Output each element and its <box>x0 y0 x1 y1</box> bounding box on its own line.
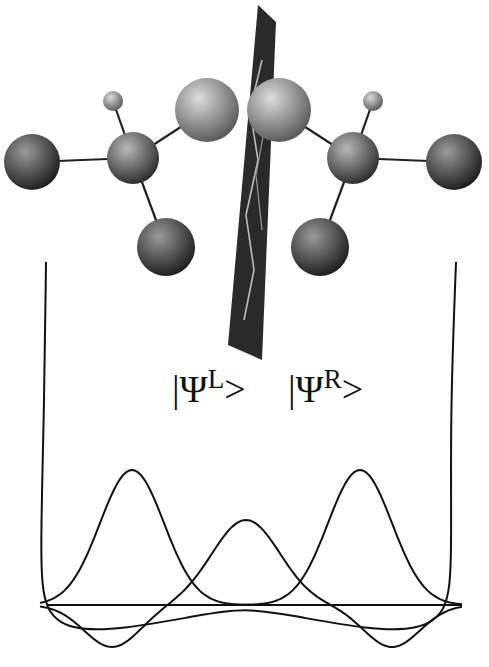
atom <box>107 132 159 184</box>
ket-symbol: |Ψ <box>172 368 208 410</box>
double-well-potential <box>41 262 456 629</box>
state-superscript: R <box>324 364 342 394</box>
molecule <box>247 78 482 276</box>
ket-symbol: |Ψ <box>288 368 324 410</box>
atom <box>363 91 383 111</box>
ket-symbol: > <box>224 368 245 410</box>
state-superscript: L <box>208 364 225 394</box>
mirror-plane <box>228 5 276 360</box>
wavefunction <box>200 470 462 605</box>
atom <box>137 218 195 276</box>
atom <box>247 78 311 142</box>
atom <box>175 78 239 142</box>
wavefunction <box>40 470 300 605</box>
molecule <box>4 78 239 276</box>
atom <box>4 134 60 190</box>
atom <box>291 218 349 276</box>
mirror-plane <box>228 5 276 360</box>
ket-symbol: > <box>342 368 363 410</box>
state-label: |ΨL> <box>172 366 246 408</box>
atom <box>426 134 482 190</box>
atom <box>103 91 123 111</box>
atom <box>327 132 379 184</box>
wavefunction <box>40 520 462 647</box>
state-label: |ΨR> <box>288 366 363 408</box>
